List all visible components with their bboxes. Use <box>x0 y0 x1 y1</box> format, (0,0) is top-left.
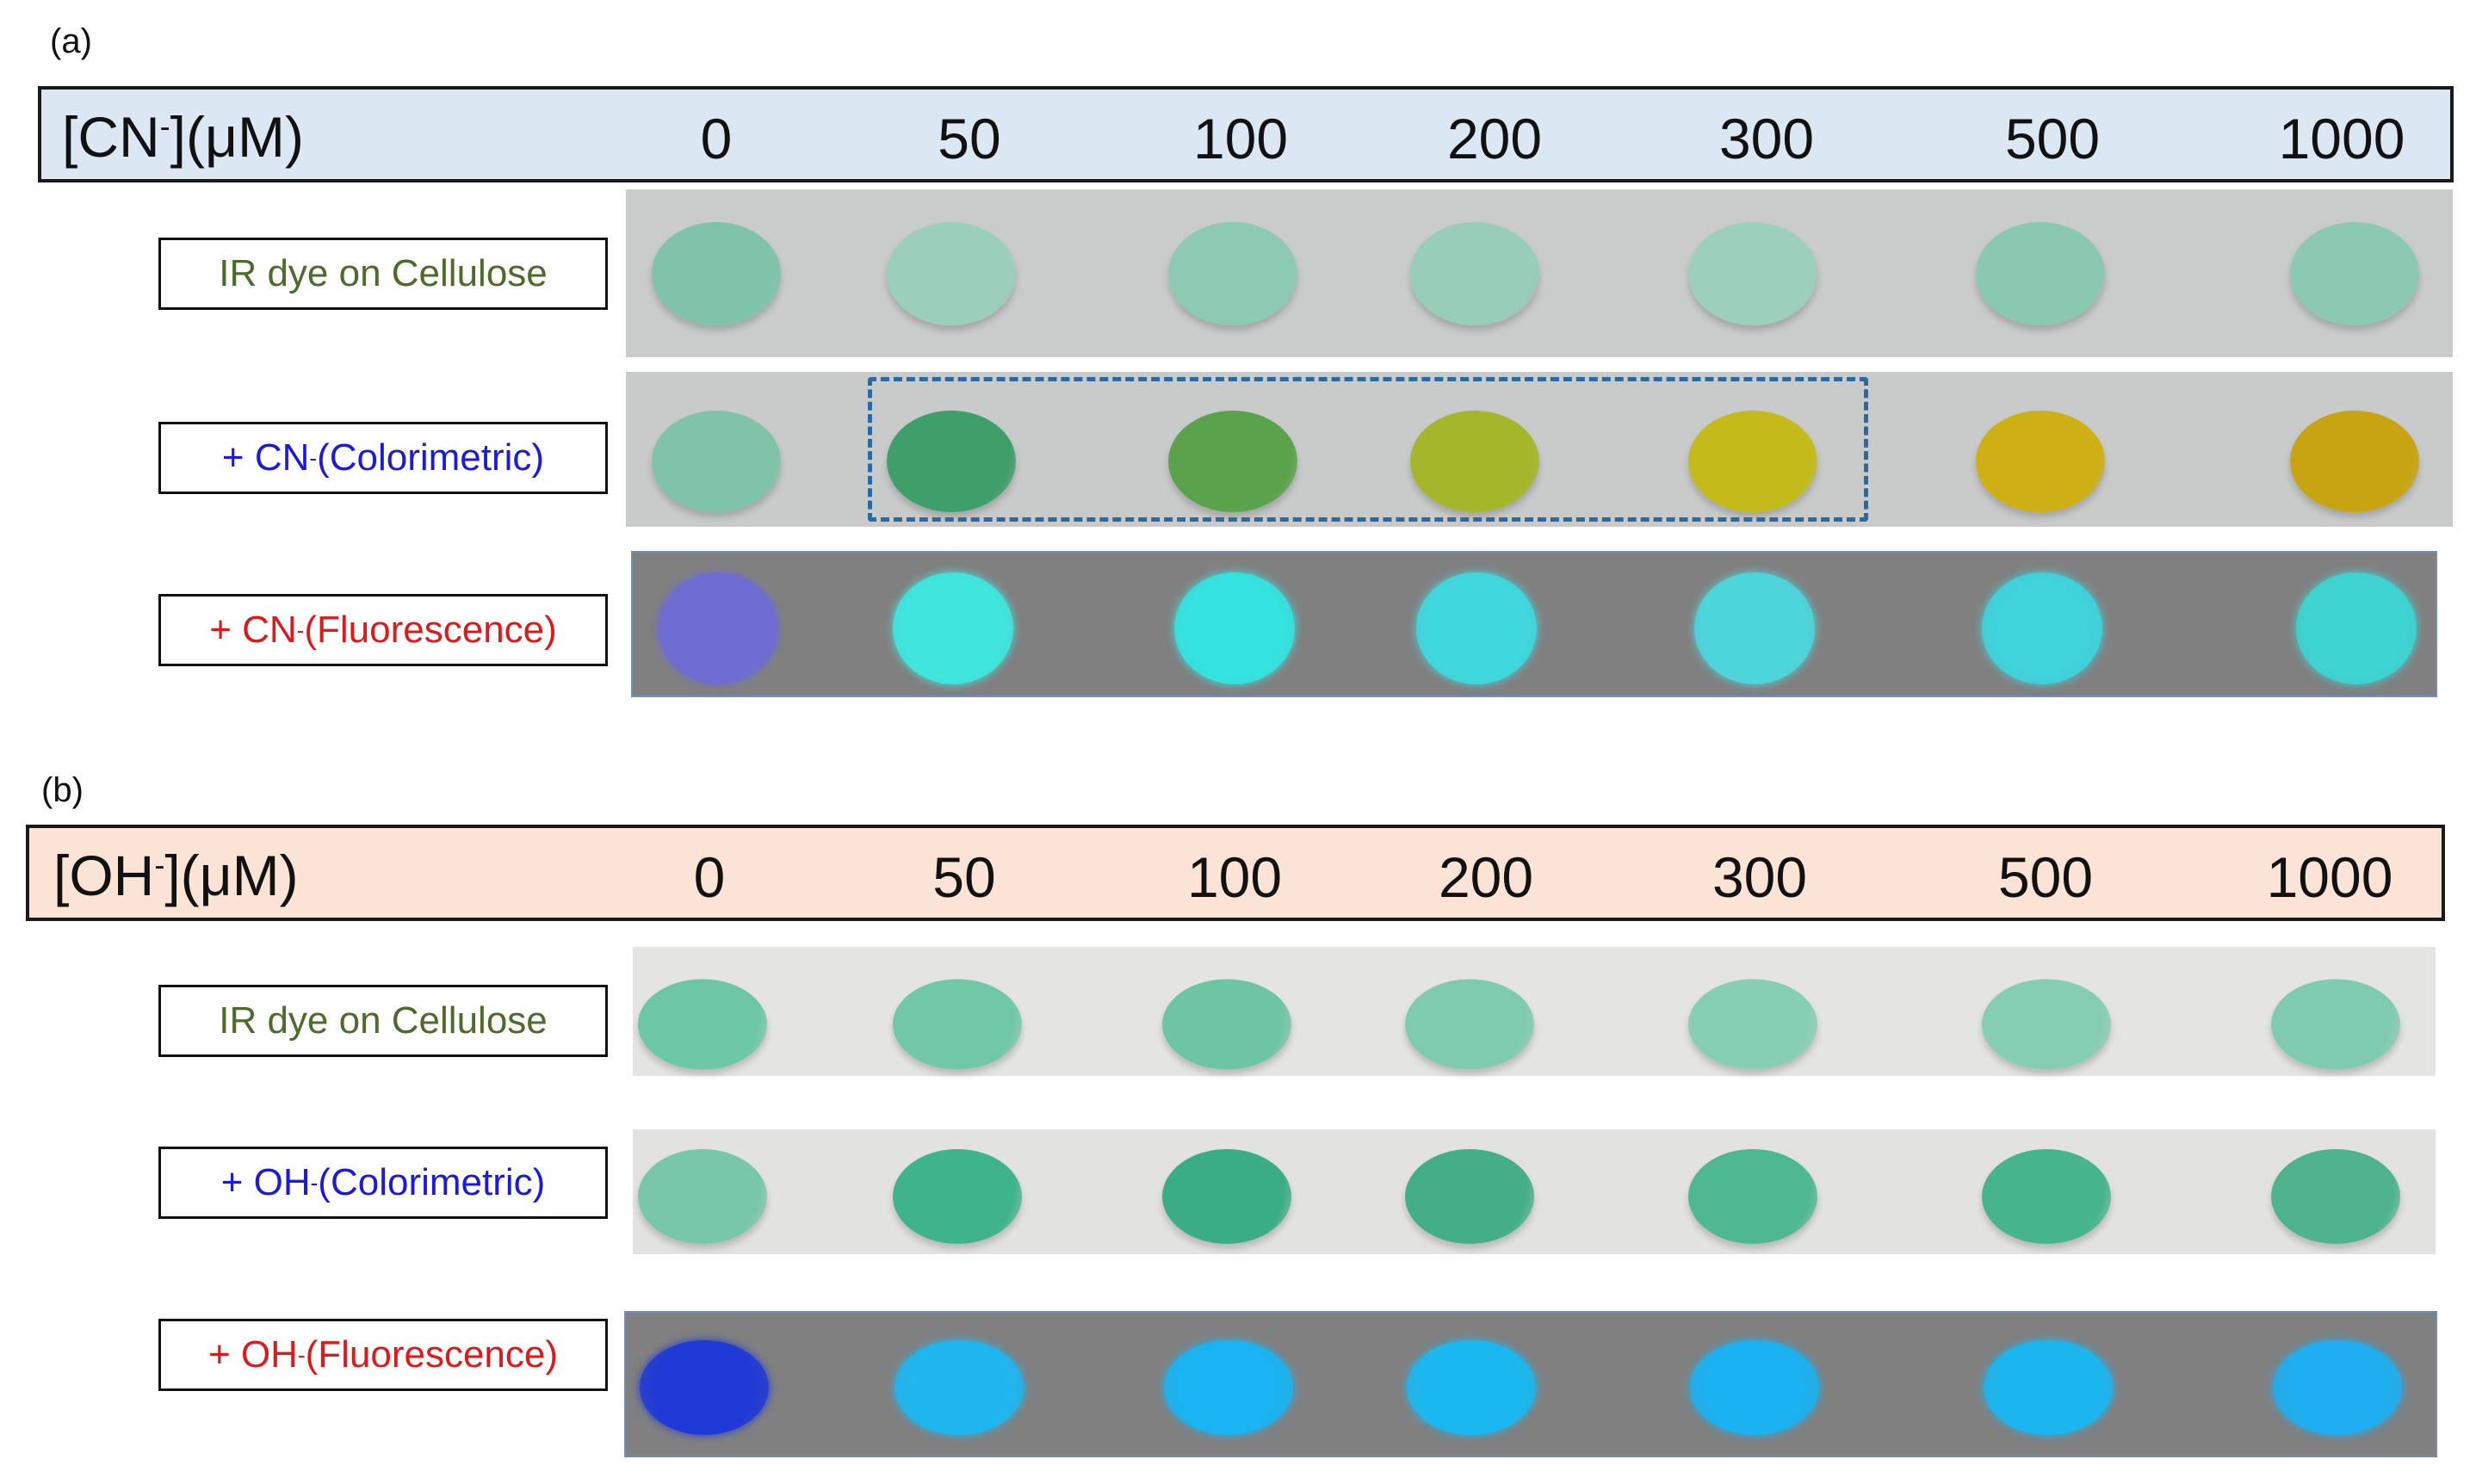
sample-disc-500 <box>1982 1149 2111 1244</box>
sample-disc-200 <box>1405 979 1534 1070</box>
sample-disc-100 <box>1168 222 1297 325</box>
concentration-label-200: 200 <box>1438 845 1534 909</box>
row-label-oh-ir-dye: IR dye on Cellulose <box>158 985 608 1057</box>
sample-disc-0 <box>640 1340 769 1435</box>
sample-disc-1000 <box>2296 572 2417 684</box>
concentration-label-50: 50 <box>938 107 1001 170</box>
concentration-label-100: 100 <box>1192 107 1289 170</box>
sample-disc-200 <box>1410 222 1539 325</box>
concentration-label-1000: 1000 <box>2266 845 2393 909</box>
sample-disc-50 <box>894 1340 1024 1435</box>
header-bar-oh: [OH-](μM) 0 50 100 200 300 500 1000 <box>26 825 2445 921</box>
concentration-label-200: 200 <box>1446 107 1543 170</box>
sample-disc-1000 <box>2290 411 2419 512</box>
sample-disc-1000 <box>2273 1340 2402 1435</box>
sample-disc-0 <box>638 1149 767 1244</box>
concentration-label-1000: 1000 <box>2278 107 2405 170</box>
sample-disc-50 <box>887 222 1016 325</box>
sample-disc-500 <box>1976 222 2105 325</box>
strip-oh-ir-dye <box>633 947 2436 1076</box>
sample-disc-1000 <box>2290 222 2419 325</box>
sample-disc-500 <box>1982 572 2102 684</box>
concentration-label-0: 0 <box>693 845 726 909</box>
sample-disc-300 <box>1688 411 1817 512</box>
sample-disc-50 <box>893 979 1022 1070</box>
sample-disc-1000 <box>2271 979 2400 1070</box>
header-label-oh: [OH-](μM) <box>53 844 299 907</box>
sample-disc-500 <box>1984 1340 2113 1435</box>
panel-letter-b: (b) <box>41 771 84 809</box>
sample-disc-500 <box>1976 411 2105 512</box>
sample-disc-50 <box>893 572 1013 684</box>
header-label-cn: [CN-](μM) <box>62 105 304 169</box>
concentration-label-300: 300 <box>1712 845 1808 909</box>
sample-disc-0 <box>652 411 781 512</box>
highlight-dashed-box <box>868 377 1868 522</box>
sample-disc-200 <box>1410 411 1539 512</box>
sample-disc-100 <box>1174 572 1295 684</box>
header-bar-cn: [CN-](μM) 0 50 100 200 300 500 1000 <box>38 86 2454 182</box>
sample-disc-0 <box>652 222 781 325</box>
row-label-oh-colorimetric: + OH- (Colorimetric) <box>158 1147 608 1219</box>
concentration-label-300: 300 <box>1718 107 1815 170</box>
concentration-label-50: 50 <box>932 845 996 909</box>
sample-disc-300 <box>1688 979 1817 1070</box>
sample-disc-200 <box>1416 572 1537 684</box>
strip-oh-fluorescence <box>624 1311 2437 1457</box>
sample-disc-300 <box>1688 1149 1817 1244</box>
sample-disc-300 <box>1688 222 1817 325</box>
concentration-label-500: 500 <box>1997 845 2094 909</box>
sample-disc-100 <box>1164 1340 1293 1435</box>
concentration-label-0: 0 <box>700 107 733 170</box>
sample-disc-50 <box>887 411 1016 512</box>
sample-disc-1000 <box>2271 1149 2400 1244</box>
strip-cn-ir-dye <box>626 189 2453 357</box>
sample-disc-0 <box>658 572 778 684</box>
row-label-oh-fluorescence: + OH- (Fluorescence) <box>158 1319 608 1391</box>
strip-cn-colorimetric <box>626 372 2453 527</box>
sample-disc-50 <box>893 1149 1022 1244</box>
concentration-label-100: 100 <box>1186 845 1283 909</box>
row-label-cn-ir-dye: IR dye on Cellulose <box>158 238 608 310</box>
sample-disc-100 <box>1162 1149 1291 1244</box>
sample-disc-100 <box>1162 979 1291 1070</box>
sample-disc-300 <box>1690 1340 1819 1435</box>
panel-letter-a: (a) <box>50 22 92 60</box>
sample-disc-300 <box>1694 572 1815 684</box>
sample-disc-500 <box>1982 979 2111 1070</box>
sample-disc-100 <box>1168 411 1297 512</box>
sample-disc-0 <box>638 979 767 1070</box>
strip-cn-fluorescence <box>631 551 2437 697</box>
sample-disc-200 <box>1405 1149 1534 1244</box>
row-label-cn-fluorescence: + CN- (Fluorescence) <box>158 594 608 666</box>
sample-disc-200 <box>1407 1340 1536 1435</box>
strip-oh-colorimetric <box>633 1129 2436 1254</box>
concentration-label-500: 500 <box>2004 107 2101 170</box>
row-label-cn-colorimetric: + CN- (Colorimetric) <box>158 422 608 494</box>
